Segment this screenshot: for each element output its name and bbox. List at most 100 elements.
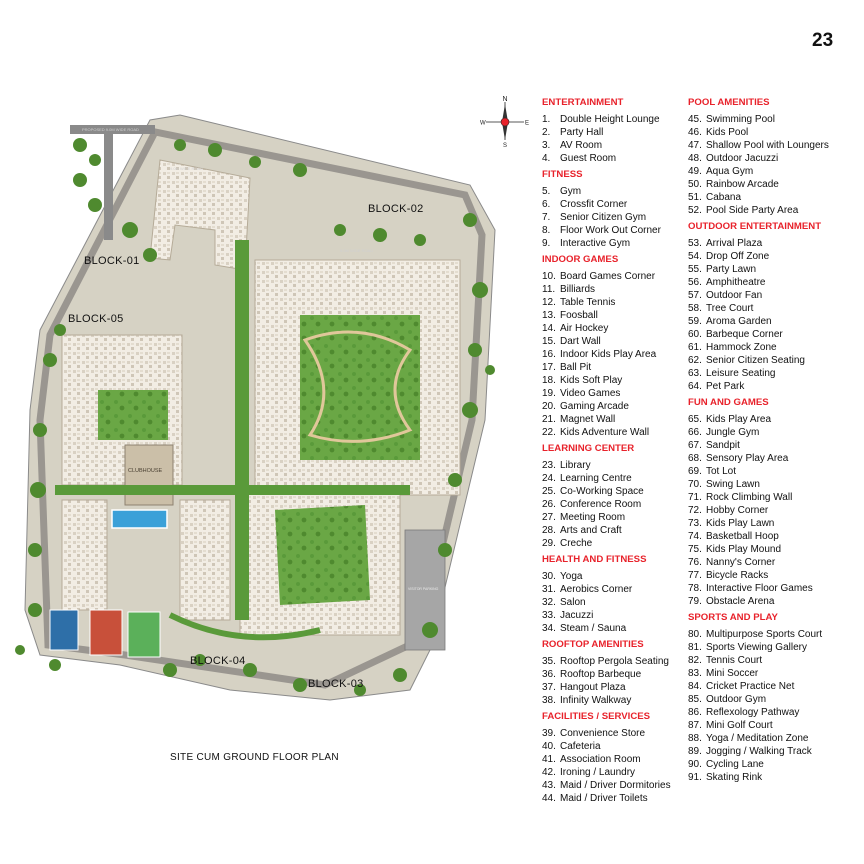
legend-item: 67. Sandpit xyxy=(688,439,858,452)
legend-item: 47.Shallow Pool with Loungers xyxy=(688,139,858,152)
legend-item-number: 50. xyxy=(688,179,702,190)
legend-item-number: 67. xyxy=(688,440,702,451)
legend-item-label: Jogging / Walking Track xyxy=(706,746,812,757)
legend-item-label: Mini Soccer xyxy=(706,668,759,679)
legend-item-number: 72. xyxy=(688,505,702,516)
legend-item: 77.Bicycle Racks xyxy=(688,569,858,582)
legend-item-number: 84. xyxy=(688,681,702,692)
legend-item-label: Outdoor Gym xyxy=(706,694,767,705)
legend-item: 27.Meeting Room xyxy=(542,511,682,524)
legend-item: 33.Jacuzzi xyxy=(542,609,682,622)
legend-item-label: Sandpit xyxy=(706,440,740,451)
legend-item-number: 44. xyxy=(542,793,556,804)
legend-item-number: 52. xyxy=(688,205,702,216)
legend-item-number: 66. xyxy=(688,427,702,438)
legend-item-number: 30. xyxy=(542,571,556,582)
legend-item: 86.Reflexology Pathway xyxy=(688,706,858,719)
legend-item-label: Jacuzzi xyxy=(560,610,594,621)
legend-item: 16.Indoor Kids Play Area xyxy=(542,348,682,361)
legend-item-label: Yoga xyxy=(560,571,583,582)
legend-item-label: Kids Play Area xyxy=(706,414,772,425)
legend-item-number: 78. xyxy=(688,583,702,594)
legend-item-label: Barbeque Corner xyxy=(706,329,783,340)
legend-item-label: Aroma Garden xyxy=(706,316,772,327)
legend-item-label: Obstacle Arena xyxy=(706,596,775,607)
compass-n: N xyxy=(503,96,508,103)
compass-w: W xyxy=(480,121,486,127)
legend-item-number: 16. xyxy=(542,349,556,360)
legend-item-label: Outdoor Fan xyxy=(706,290,763,301)
legend-item: 73.Kids Play Lawn xyxy=(688,517,858,530)
legend-item-label: Conference Room xyxy=(560,499,642,510)
legend-item-number: 87. xyxy=(688,720,702,731)
block-04-building-b xyxy=(179,499,231,621)
legend-item-number: 65. xyxy=(688,414,702,425)
legend-item-label: Meeting Room xyxy=(560,512,626,523)
legend-item-label: Tot Lot xyxy=(706,466,737,477)
legend-item-number: 64. xyxy=(688,381,702,392)
legend-item: 39.Convenience Store xyxy=(542,727,682,740)
legend-item: 20.Gaming Arcade xyxy=(542,400,682,413)
legend-item-number: 15. xyxy=(542,336,556,347)
legend-item: 75.Kids Play Mound xyxy=(688,543,858,556)
legend-item-label: Rooftop Pergola Seating xyxy=(560,656,669,667)
legend-item-label: Leisure Seating xyxy=(706,368,776,379)
legend-item-label: Swing Lawn xyxy=(706,479,760,490)
legend-item: 58. Tree Court xyxy=(688,302,858,315)
road-label-mid: 9.0M WIDE ROAD xyxy=(340,248,373,253)
legend-item-label: Arts and Craft xyxy=(560,525,622,536)
legend-item-number: 62. xyxy=(688,355,702,366)
legend-item-label: Gym xyxy=(560,186,582,197)
legend-item: 74.Basketball Hoop xyxy=(688,530,858,543)
bottom-garden-strip xyxy=(168,612,321,641)
legend-item-label: Library xyxy=(560,460,591,471)
courtyard-pathway xyxy=(302,330,413,443)
legend-item-number: 69. xyxy=(688,466,702,477)
legend-item-number: 28. xyxy=(542,525,556,536)
legend-item: 23.Library xyxy=(542,459,682,472)
legend-item: 85.Outdoor Gym xyxy=(688,693,858,706)
legend-item-label: Steam / Sauna xyxy=(560,623,627,634)
legend-item-number: 2. xyxy=(542,127,551,138)
legend-item-number: 6. xyxy=(542,199,551,210)
legend-item: 22.Kids Adventure Wall xyxy=(542,426,682,439)
legend-item-label: Tennis Court xyxy=(706,655,763,666)
legend-section-title: SPORTS AND PLAY xyxy=(688,612,778,623)
swimming-pool xyxy=(111,509,168,529)
compass-center-icon xyxy=(500,117,510,127)
legend-item: 56.Amphitheatre xyxy=(688,276,858,289)
legend-item-number: 88. xyxy=(688,733,702,744)
legend-item: 60.Barbeque Corner xyxy=(688,328,858,341)
legend-item-label: Swimming Pool xyxy=(706,114,775,125)
legend-item: 40.Cafeteria xyxy=(542,740,682,753)
legend-item: 71.Rock Climbing Wall xyxy=(688,491,858,504)
legend-item-number: 39. xyxy=(542,728,556,739)
legend-item: 50.Rainbow Arcade xyxy=(688,178,858,191)
legend-item: 70.Swing Lawn xyxy=(688,478,858,491)
legend-item: 61.Hammock Zone xyxy=(688,341,858,354)
basketball-court xyxy=(49,609,79,651)
legend-item: 54.Drop Off Zone xyxy=(688,250,858,263)
legend-item-number: 58. xyxy=(688,303,702,314)
legend-item-label: Tree Court xyxy=(706,303,754,314)
legend-item-label: Dart Wall xyxy=(560,336,601,347)
legend-item-label: Senior Citizen Gym xyxy=(560,212,647,223)
legend-item-number: 43. xyxy=(542,780,556,791)
legend-item: 79.Obstacle Arena xyxy=(688,595,858,608)
legend-item-number: 47. xyxy=(688,140,702,151)
legend-item: 82.Tennis Court xyxy=(688,654,858,667)
legend-item: 65. Kids Play Area xyxy=(688,413,858,426)
legend-section-title: FACILITIES / SERVICES xyxy=(542,711,651,722)
legend-item-number: 7. xyxy=(542,212,551,223)
legend-section-title: FUN AND GAMES xyxy=(688,397,769,408)
legend-item-label: Bicycle Racks xyxy=(706,570,769,581)
legend-item: 29.Creche xyxy=(542,537,682,550)
legend-item-number: 86. xyxy=(688,707,702,718)
legend-item: 89.Jogging / Walking Track xyxy=(688,745,858,758)
legend-item-number: 10. xyxy=(542,271,556,282)
legend-item-label: Rooftop Barbeque xyxy=(560,669,642,680)
legend-item: 15. Dart Wall xyxy=(542,335,682,348)
legend-item: 28. Arts and Craft xyxy=(542,524,682,537)
legend-item-number: 32. xyxy=(542,597,556,608)
legend-item-label: Ball Pit xyxy=(560,362,592,373)
